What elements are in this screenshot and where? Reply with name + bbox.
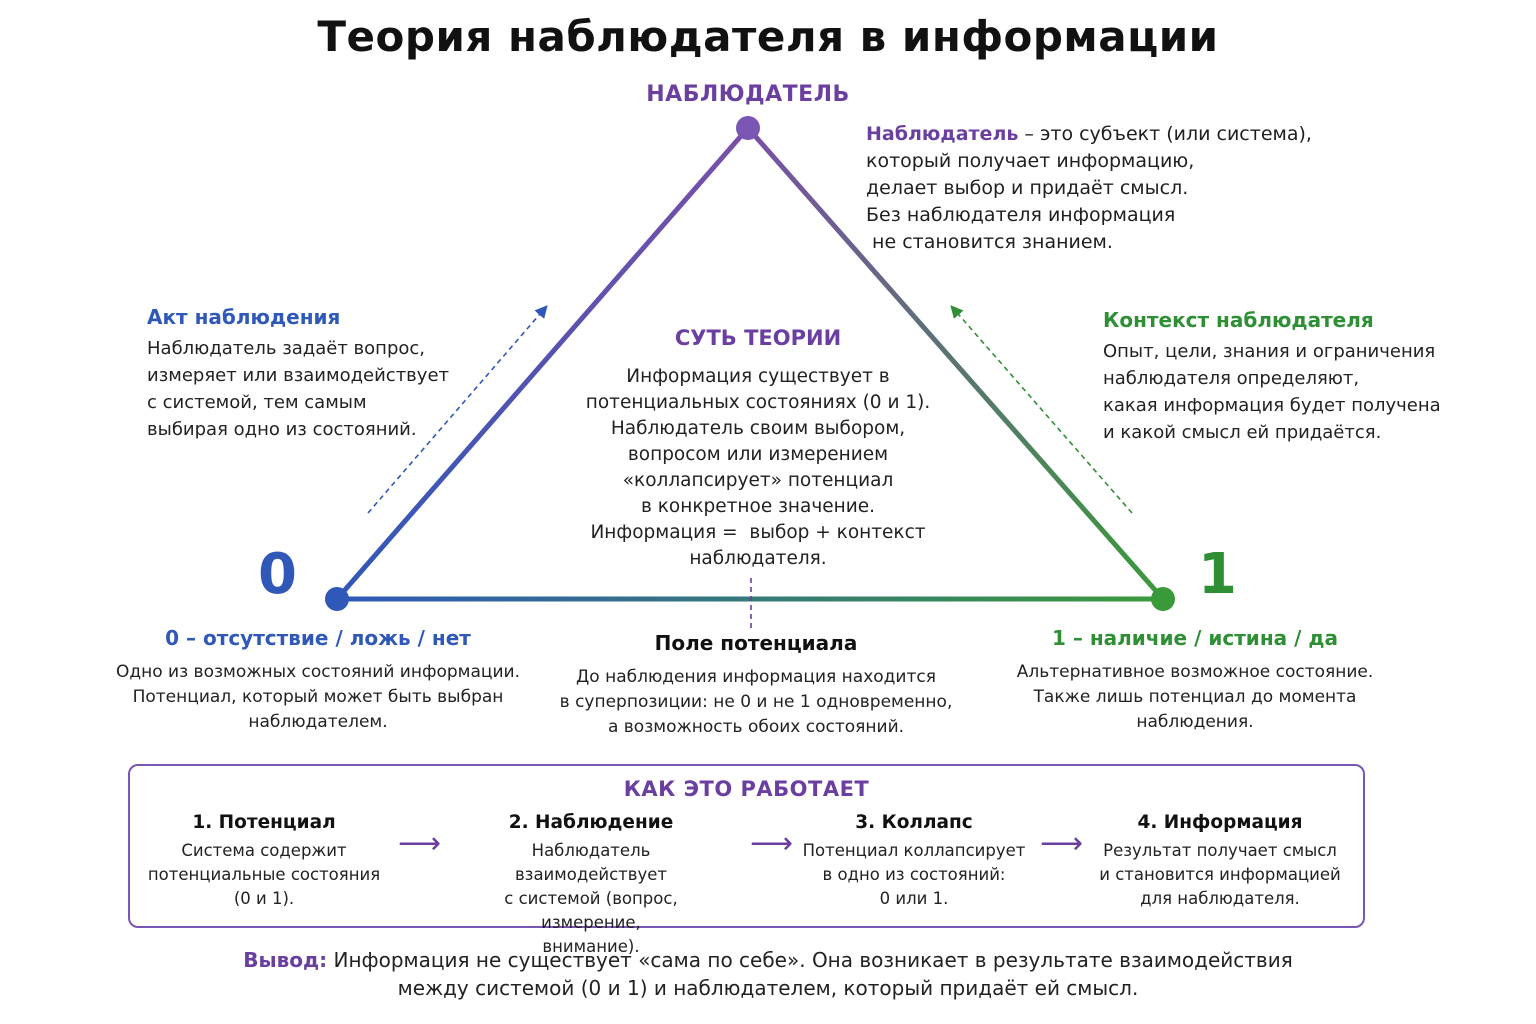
field-section: Поле потенциала До наблюдения информация…: [536, 631, 976, 740]
arrow-right-icon: ⟶: [750, 826, 794, 861]
step-observation: 2. Наблюдение Наблюдатель взаимодействуе…: [460, 812, 722, 959]
core-line: в конкретное значение.: [640, 496, 876, 517]
core-heading: СУТЬ ТЕОРИИ: [674, 326, 842, 350]
step-line: с системой (вопрос, измерение,: [504, 889, 678, 932]
observer-term: Наблюдатель: [866, 123, 1019, 145]
step-line: (0 и 1).: [233, 889, 295, 908]
conclusion: Вывод: Информация не существует «сама по…: [0, 946, 1536, 1002]
how-it-works-title: КАК ЭТО РАБОТАЕТ: [623, 777, 870, 801]
observer-description: Наблюдатель – это субъект (или система),…: [866, 121, 1346, 256]
conclusion-line-2: между системой (0 и 1) и наблюдателем, к…: [397, 976, 1139, 1000]
step-line: для наблюдателя.: [1140, 889, 1300, 908]
core-line: наблюдателя.: [689, 548, 827, 569]
act-line: выбирая одно из состояний.: [147, 419, 417, 440]
step-title: 3. Коллапс: [855, 812, 973, 833]
zero-node: [325, 587, 349, 611]
core-line: потенциальных состояниях (0 и 1).: [585, 392, 931, 413]
field-line: в суперпозиции: не 0 и не 1 одновременно…: [559, 692, 953, 712]
zero-line: наблюдателем.: [248, 712, 388, 732]
step-potential: 1. Потенциал Система содержит потенциаль…: [134, 812, 394, 911]
one-heading: 1 – наличие / истина / да: [1051, 626, 1339, 650]
act-heading: Акт наблюдения: [147, 305, 341, 329]
context-line: Опыт, цели, знания и ограничения: [1103, 341, 1436, 362]
step-line: внимание).: [542, 937, 640, 956]
observer-node: [736, 116, 760, 140]
step-collapse: 3. Коллапс Потенциал коллапсирует в одно…: [792, 812, 1036, 911]
core-line: «коллапсирует» потенциал: [622, 470, 894, 491]
edge-left: [334, 125, 751, 602]
step-title: 2. Наблюдение: [508, 812, 674, 833]
conclusion-line-1: Информация не существует «сама по себе».…: [327, 948, 1293, 972]
context-line: и какой смысл ей придаётся.: [1103, 422, 1382, 443]
observer-line-1: – это субъект (или система),: [1018, 123, 1312, 145]
zero-heading: 0 – отсутствие / ложь / нет: [165, 626, 471, 650]
core-line: Информация существует в: [626, 366, 890, 387]
step-line: Наблюдатель взаимодействует: [514, 841, 668, 884]
field-heading: Поле потенциала: [654, 631, 858, 655]
context-line: наблюдателя определяют,: [1103, 368, 1360, 389]
context-line: какая информация будет получена: [1103, 395, 1441, 416]
page-title: Теория наблюдателя в информации: [317, 12, 1219, 61]
observer-line-2: который получает информацию,: [866, 150, 1195, 172]
arrow-right-icon: ⟶: [398, 826, 442, 861]
observer-line-5: не становится знанием.: [866, 231, 1113, 253]
step-line: Результат получает смысл: [1103, 841, 1337, 860]
core-line: вопросом или измерением: [627, 444, 889, 465]
zero-digit: 0: [258, 542, 297, 607]
step-line: Система содержит: [181, 841, 347, 860]
how-it-works-panel: [128, 764, 1365, 928]
act-line: с системой, тем самым: [147, 392, 367, 413]
step-title: 4. Информация: [1137, 812, 1303, 833]
one-line: наблюдения.: [1136, 712, 1254, 732]
step-line: Потенциал коллапсирует: [802, 841, 1026, 860]
one-digit: 1: [1198, 542, 1237, 607]
context-section: Контекст наблюдателя Опыт, цели, знания …: [1103, 308, 1483, 446]
step-information: 4. Информация Результат получает смысл и…: [1092, 812, 1348, 911]
context-arrow: [950, 305, 1133, 514]
step-line: в одно из состояний:: [822, 865, 1006, 884]
one-section: 1 – наличие / истина / да Альтернативное…: [985, 626, 1405, 735]
step-line: 0 или 1.: [879, 889, 949, 908]
one-line: Также лишь потенциал до момента: [1033, 687, 1357, 707]
step-title: 1. Потенциал: [192, 812, 336, 833]
act-line: измеряет или взаимодействует: [147, 365, 450, 386]
field-line: а возможность обоих состояний.: [607, 717, 905, 737]
one-node: [1151, 587, 1175, 611]
core-line: Информация = выбор + контекст: [590, 522, 926, 543]
zero-line: Потенциал, который может быть выбран: [132, 687, 504, 707]
edge-right: [745, 125, 1166, 602]
arrow-right-icon: ⟶: [1040, 826, 1084, 861]
context-heading: Контекст наблюдателя: [1103, 308, 1374, 332]
step-line: потенциальные состояния: [147, 865, 381, 884]
step-line: и становится информацией: [1099, 865, 1341, 884]
one-line: Альтернативное возможное состояние.: [1016, 662, 1374, 682]
conclusion-label: Вывод:: [243, 948, 328, 972]
act-line: Наблюдатель задаёт вопрос,: [147, 338, 425, 359]
observer-line-4: Без наблюдателя информация: [866, 204, 1176, 226]
act-section: Акт наблюдения Наблюдатель задаёт вопрос…: [147, 305, 477, 443]
observer-label: НАБЛЮДАТЕЛЬ: [646, 82, 850, 107]
zero-line: Одно из возможных состояний информации.: [116, 662, 520, 682]
field-line: До наблюдения информация находится: [576, 667, 936, 687]
core-line: Наблюдатель своим выбором,: [610, 418, 906, 439]
act-arrow: [367, 305, 548, 514]
observer-line-3: делает выбор и придаёт смысл.: [866, 177, 1189, 199]
core-section: СУТЬ ТЕОРИИ Информация существует в поте…: [548, 326, 968, 572]
zero-section: 0 – отсутствие / ложь / нет Одно из возм…: [98, 626, 538, 735]
